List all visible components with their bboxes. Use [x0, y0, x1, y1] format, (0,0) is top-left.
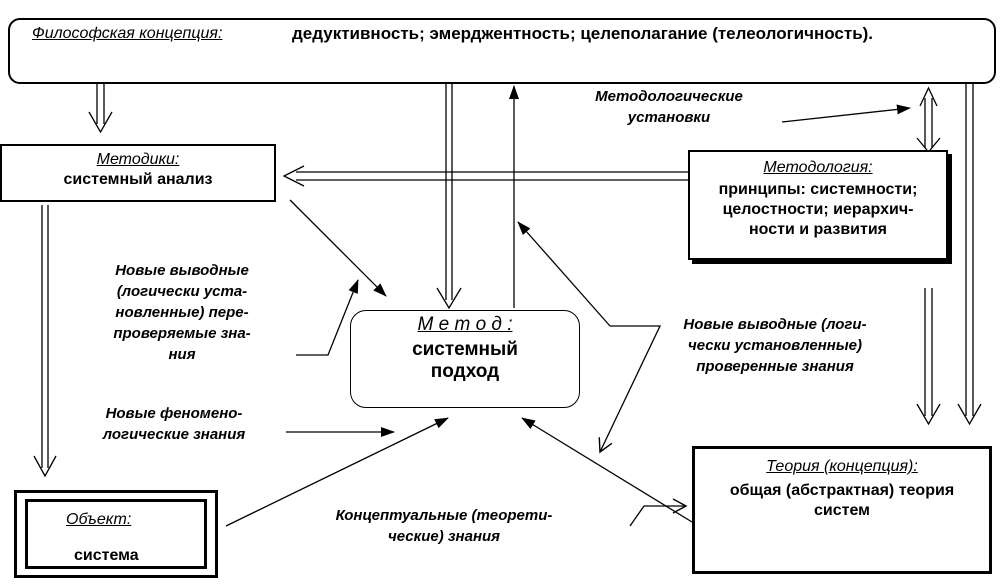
theory-line-2: систем [814, 502, 870, 519]
object-box-inner: Объект: система [25, 499, 207, 569]
method-line-1: системный [412, 339, 518, 360]
object-heading: Объект: [66, 511, 132, 528]
methodology-box: Методология: принципы: системности; цело… [688, 150, 948, 260]
philosophy-box: Философская концепция: дедуктивность; эм… [8, 18, 996, 84]
philosophy-heading: Философская концепция: [32, 25, 223, 42]
method-heading: М е т о д : [417, 314, 513, 335]
object-content: система [74, 547, 139, 564]
methods-box: Методики: системный анализ [0, 144, 276, 202]
label-new-phenomenological: Новые феномено- логические знания [102, 405, 246, 443]
label-conceptual: Концептуальные (теорети- ческие) знания [335, 507, 553, 545]
label-new-verified: Новые выводные (логи- чески установленны… [683, 316, 867, 375]
methods-heading: Методики: [96, 151, 180, 168]
label-new-verifiable: Новые выводные (логически уста- новленны… [113, 262, 251, 363]
methods-content: системный анализ [63, 171, 213, 188]
arrow-conceptual [629, 498, 688, 527]
theory-box: Теория (концепция): общая (абстрактная) … [692, 446, 992, 574]
arrow-verified-down [598, 325, 662, 454]
arrow-settings [781, 104, 911, 123]
label-methodological-settings: Методологические установки [595, 88, 743, 126]
arrow-philosophy-to-methods [88, 84, 113, 134]
object-box: Объект: система [14, 490, 218, 578]
arrow-methodology-to-theory [916, 288, 941, 426]
arrow-philosophy-methodology [916, 86, 941, 154]
arrow-philosophy-to-theory [957, 84, 982, 426]
theory-line-1: общая (абстрактная) теория [729, 482, 955, 499]
method-line-2: подход [430, 361, 500, 382]
arrow-methods-to-object [33, 205, 57, 478]
method-box: М е т о д : системный подход [350, 310, 580, 408]
methodology-line-1: принципы: системности; [718, 181, 918, 198]
arrow-philosophy-to-method [436, 84, 462, 310]
arrow-theory-to-method [521, 417, 693, 523]
arrow-methods-to-method [289, 199, 387, 297]
philosophy-content: дедуктивность; эмерджентность; целеполаг… [292, 24, 874, 43]
arrow-new-verifiable [296, 279, 359, 356]
methodology-line-3: ности и развития [748, 221, 888, 238]
arrow-verified-to-method [517, 221, 611, 327]
arrow-methodology-to-methods [282, 165, 688, 187]
methodology-heading: Методология: [763, 159, 873, 176]
arrow-object-to-method [225, 417, 449, 527]
methodology-line-2: целостности; иерархич- [722, 201, 914, 218]
theory-heading: Теория (концепция): [766, 458, 918, 475]
